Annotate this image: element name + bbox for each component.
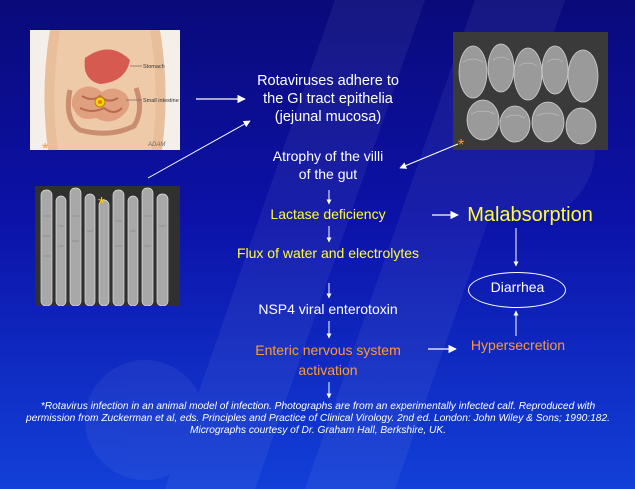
footnote: *Rotavirus infection in an animal model … [22, 401, 614, 437]
arrow-micrograph-to-adhere [148, 121, 250, 178]
arrow-micrograph-to-atrophy [400, 144, 458, 168]
